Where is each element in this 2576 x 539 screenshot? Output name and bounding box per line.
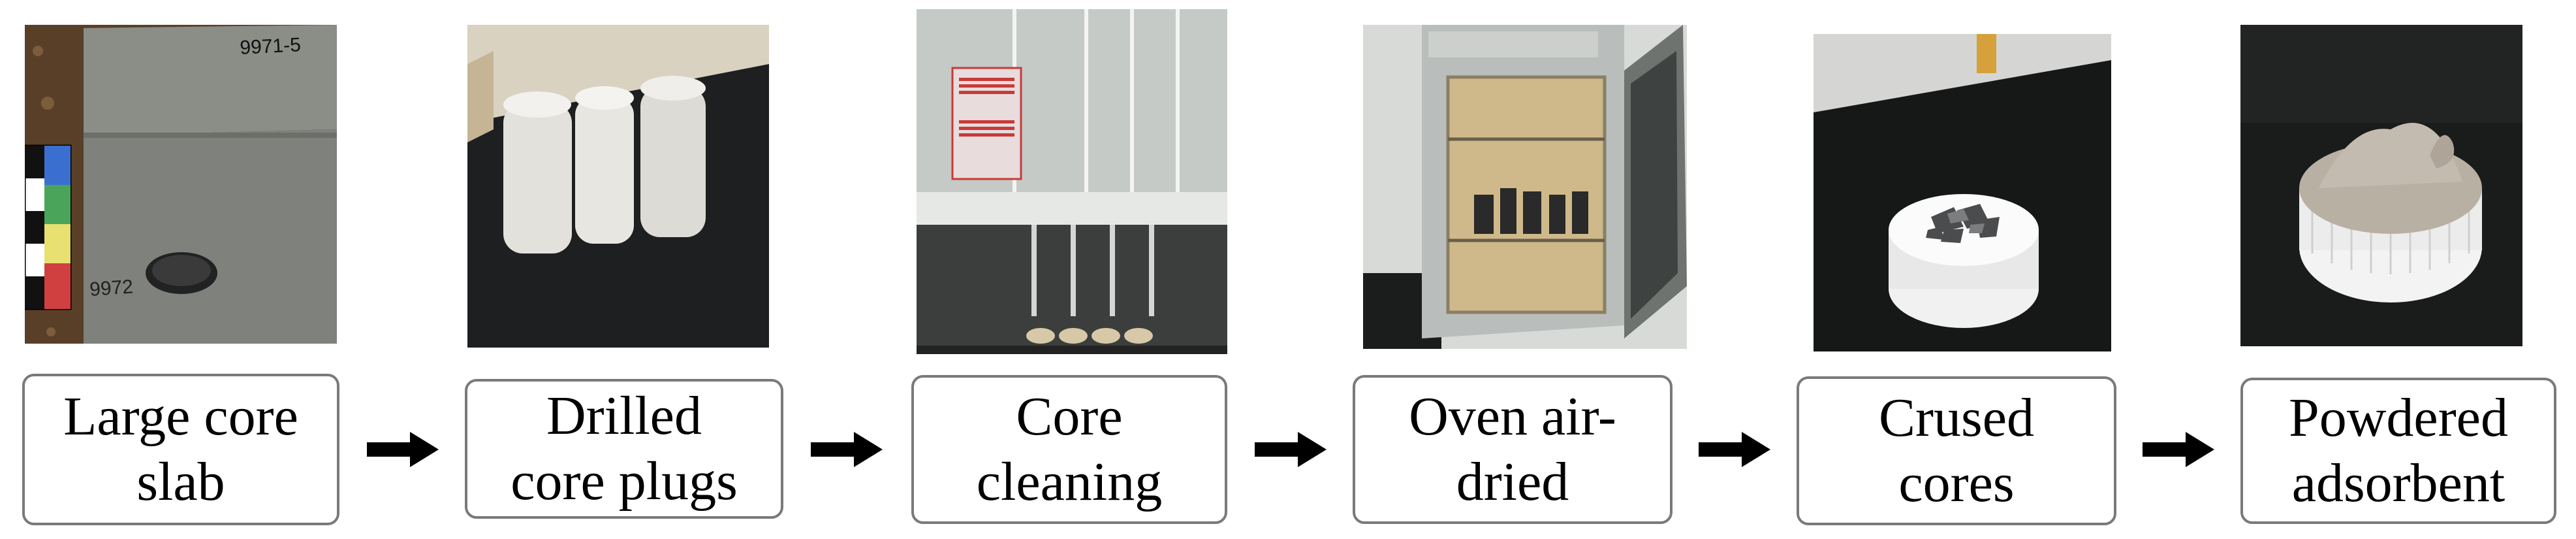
photo-crused-cores	[1814, 34, 2111, 351]
right-arrow-icon	[2143, 432, 2214, 467]
step-label: Core cleaning	[976, 386, 1163, 512]
step-label: Oven air- dried	[1409, 386, 1616, 512]
photo-oven-air-dried	[1363, 25, 1687, 349]
photo-core-cleaning	[917, 9, 1227, 354]
photo-large-core-slab: 9971-5 9972	[25, 25, 337, 344]
step-label-box-large-core-slab: Large core slab	[22, 374, 339, 525]
step-label-box-crused-cores: Crused cores	[1797, 376, 2116, 525]
right-arrow-icon	[811, 432, 883, 467]
step-label: Crused cores	[1879, 387, 2034, 514]
right-arrow-icon	[367, 432, 439, 467]
photo-powdered-adsorbent	[2240, 25, 2522, 346]
right-arrow-icon	[1255, 432, 1327, 467]
step-label: Drilled core plugs	[510, 385, 738, 512]
slab-mark-top: 9971-5	[240, 34, 302, 59]
step-label: Powdered adsorbent	[2289, 387, 2508, 514]
step-label-box-oven-air-dried: Oven air- dried	[1353, 375, 1673, 524]
right-arrow-icon	[1699, 432, 1770, 467]
slab-mark-bottom: 9972	[89, 276, 134, 301]
photo-drilled-core-plugs	[467, 25, 769, 348]
step-label-box-powdered-adsorbent: Powdered adsorbent	[2240, 378, 2556, 524]
step-label-box-core-cleaning: Core cleaning	[911, 375, 1227, 524]
step-label: Large core slab	[63, 386, 298, 512]
step-label-box-drilled-core-plugs: Drilled core plugs	[465, 379, 783, 519]
